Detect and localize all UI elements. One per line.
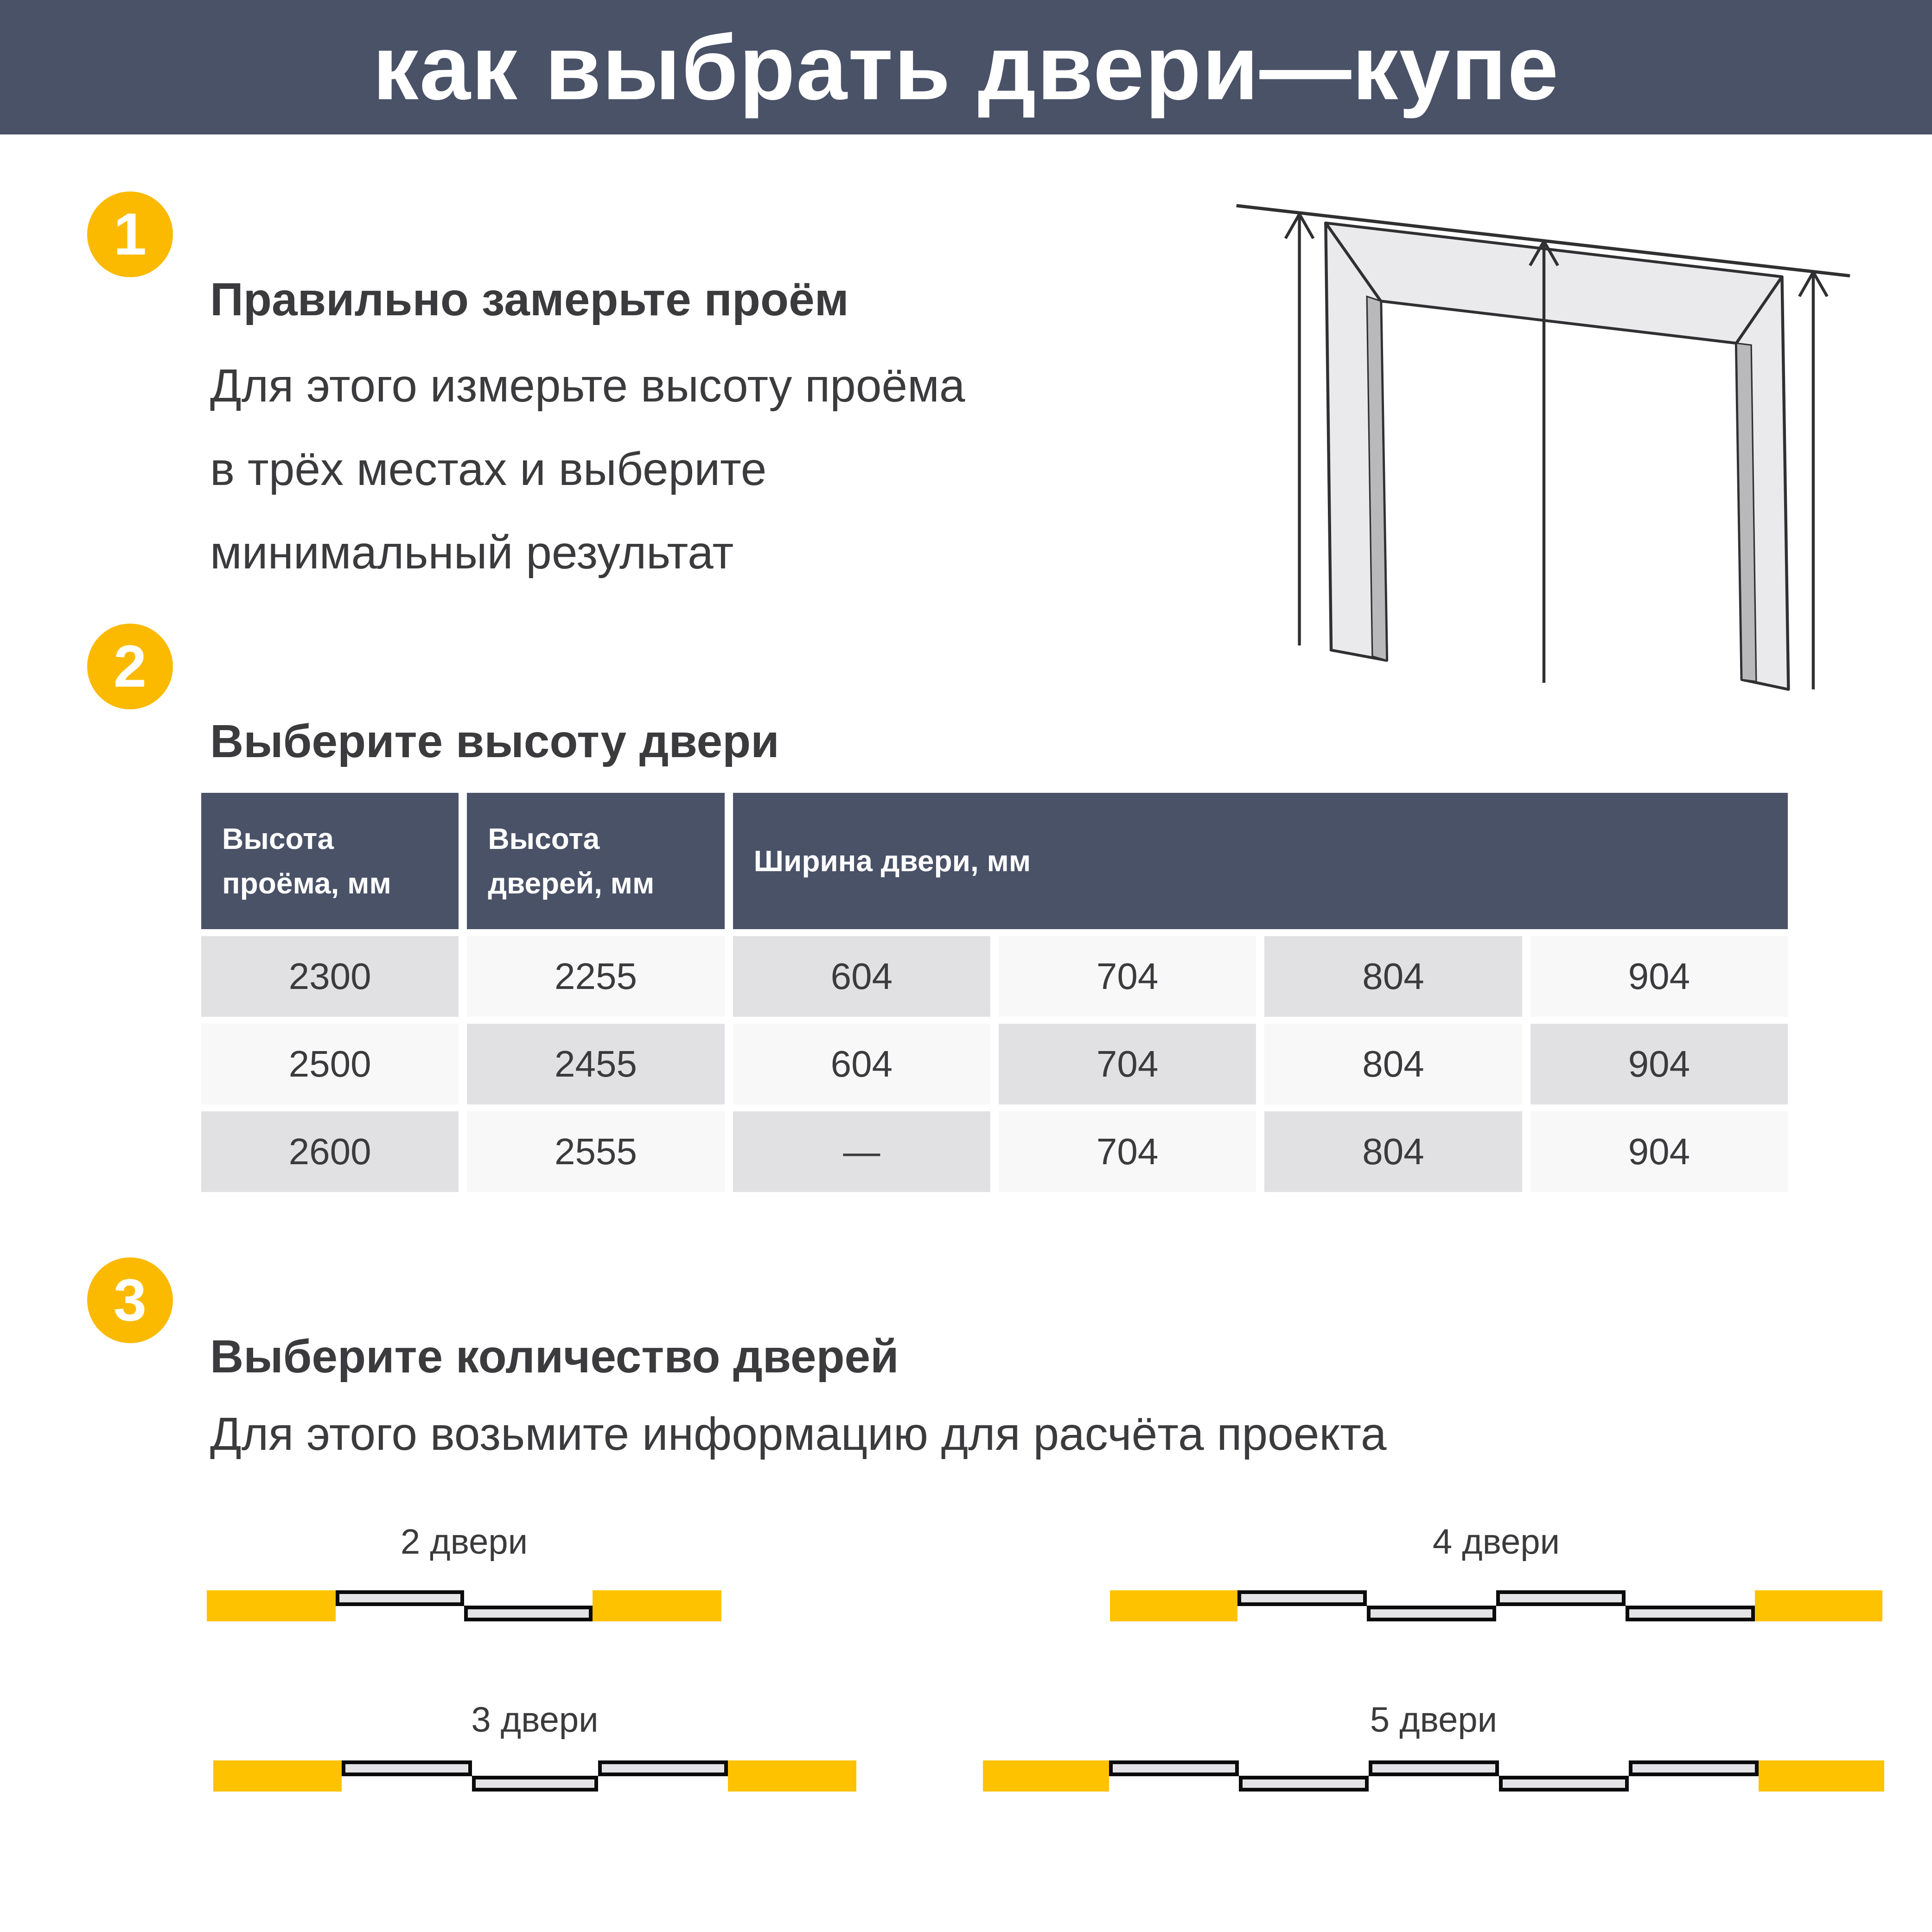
diagram-4-doors [1110, 1590, 1882, 1621]
step-2-badge: 2 [87, 624, 173, 709]
step-2-number: 2 [113, 633, 147, 700]
diagram-3-doors [213, 1760, 856, 1792]
door-panel [472, 1776, 598, 1792]
diagram-label-2-doors: 2 двери [400, 1522, 528, 1562]
table-cell: 804 [1264, 1111, 1522, 1192]
table-cell: 604 [733, 936, 990, 1017]
frame-right-jamb-accent [1735, 342, 1757, 682]
measure-arrow-center [1529, 240, 1559, 683]
table-cell: 2455 [467, 1024, 725, 1104]
table-cell: 2500 [201, 1024, 459, 1104]
table-cell: 904 [1530, 1111, 1788, 1192]
wall-block [213, 1760, 342, 1792]
diagram-2-doors [207, 1590, 721, 1621]
diagram-label-4-doors: 4 двери [1432, 1522, 1560, 1562]
wall-block [983, 1760, 1109, 1792]
step-1-text-line: минимальный результат [210, 527, 734, 579]
door-panel [1499, 1776, 1629, 1792]
table-cell: 704 [998, 1111, 1256, 1192]
reference-line [1236, 204, 1850, 278]
wall-block [1110, 1590, 1237, 1621]
wall-block [207, 1590, 336, 1621]
step-1-text: Для этого измерьте высоту проёма в трёх … [210, 344, 965, 594]
diagram-5-doors [983, 1760, 1884, 1792]
step-1-number: 1 [113, 201, 147, 268]
door-panel [1496, 1590, 1626, 1606]
door-panel [1239, 1776, 1369, 1792]
col-header-opening-height: Высота проёма, мм [201, 793, 459, 929]
col-header-door-width: Ширина двери, мм [733, 793, 1788, 929]
door-panel [1626, 1606, 1755, 1621]
measure-arrow-left [1284, 213, 1315, 646]
step-3-heading: Выберите количество дверей [210, 1331, 899, 1383]
door-opening-illustration [1236, 204, 1850, 691]
table-cell: 2555 [467, 1111, 725, 1192]
diagram-label-5-doors: 5 двери [1370, 1700, 1498, 1740]
table-cell: 704 [998, 936, 1256, 1017]
door-panel [336, 1590, 464, 1606]
wall-block [1755, 1590, 1882, 1621]
step-3-text-line: Для этого возьмите информацию для расчёт… [210, 1408, 1387, 1460]
door-panel [1109, 1760, 1239, 1776]
door-panel [1367, 1606, 1496, 1621]
step-3-badge: 3 [87, 1257, 173, 1343]
table-cell: — [733, 1111, 990, 1192]
diagram-label-3-doors: 3 двери [471, 1700, 599, 1740]
step-3-text: Для этого возьмите информацию для расчёт… [210, 1392, 1387, 1476]
measure-arrow-right [1798, 271, 1829, 689]
table-cell: 604 [733, 1024, 990, 1104]
header-band: как выбрать двери—купе [0, 0, 1932, 134]
table-cell: 804 [1264, 1024, 1522, 1104]
door-panel [1237, 1590, 1367, 1606]
wall-block [1759, 1760, 1884, 1792]
step-1-text-line: в трёх местах и выберите [210, 443, 767, 495]
step-1-heading: Правильно замерьте проём [210, 274, 849, 325]
step-2-heading: Выберите высоту двери [210, 715, 779, 767]
table-cell: 804 [1264, 936, 1522, 1017]
table-cell: 2600 [201, 1111, 459, 1192]
door-panel [598, 1760, 728, 1776]
door-size-table: Высота проёма, мм Высота дверей, мм Шири… [201, 793, 1788, 1192]
page-title: как выбрать двери—купе [372, 16, 1560, 119]
table-cell: 2255 [467, 936, 725, 1017]
door-panel [342, 1760, 472, 1776]
table-cell: 704 [998, 1024, 1256, 1104]
step-1-badge: 1 [87, 191, 173, 277]
wall-block [593, 1590, 721, 1621]
table-cell: 904 [1530, 936, 1788, 1017]
step-1-text-line: Для этого измерьте высоту проёма [210, 360, 965, 412]
frame-left-jamb-accent [1366, 295, 1388, 662]
table-cell: 2300 [201, 936, 459, 1017]
door-panel [1629, 1760, 1759, 1776]
table-cell: 904 [1530, 1024, 1788, 1104]
door-panel [1369, 1760, 1499, 1776]
step-3-number: 3 [113, 1267, 147, 1333]
door-panel [464, 1606, 593, 1621]
wall-block [728, 1760, 856, 1792]
col-header-door-height: Высота дверей, мм [467, 793, 725, 929]
